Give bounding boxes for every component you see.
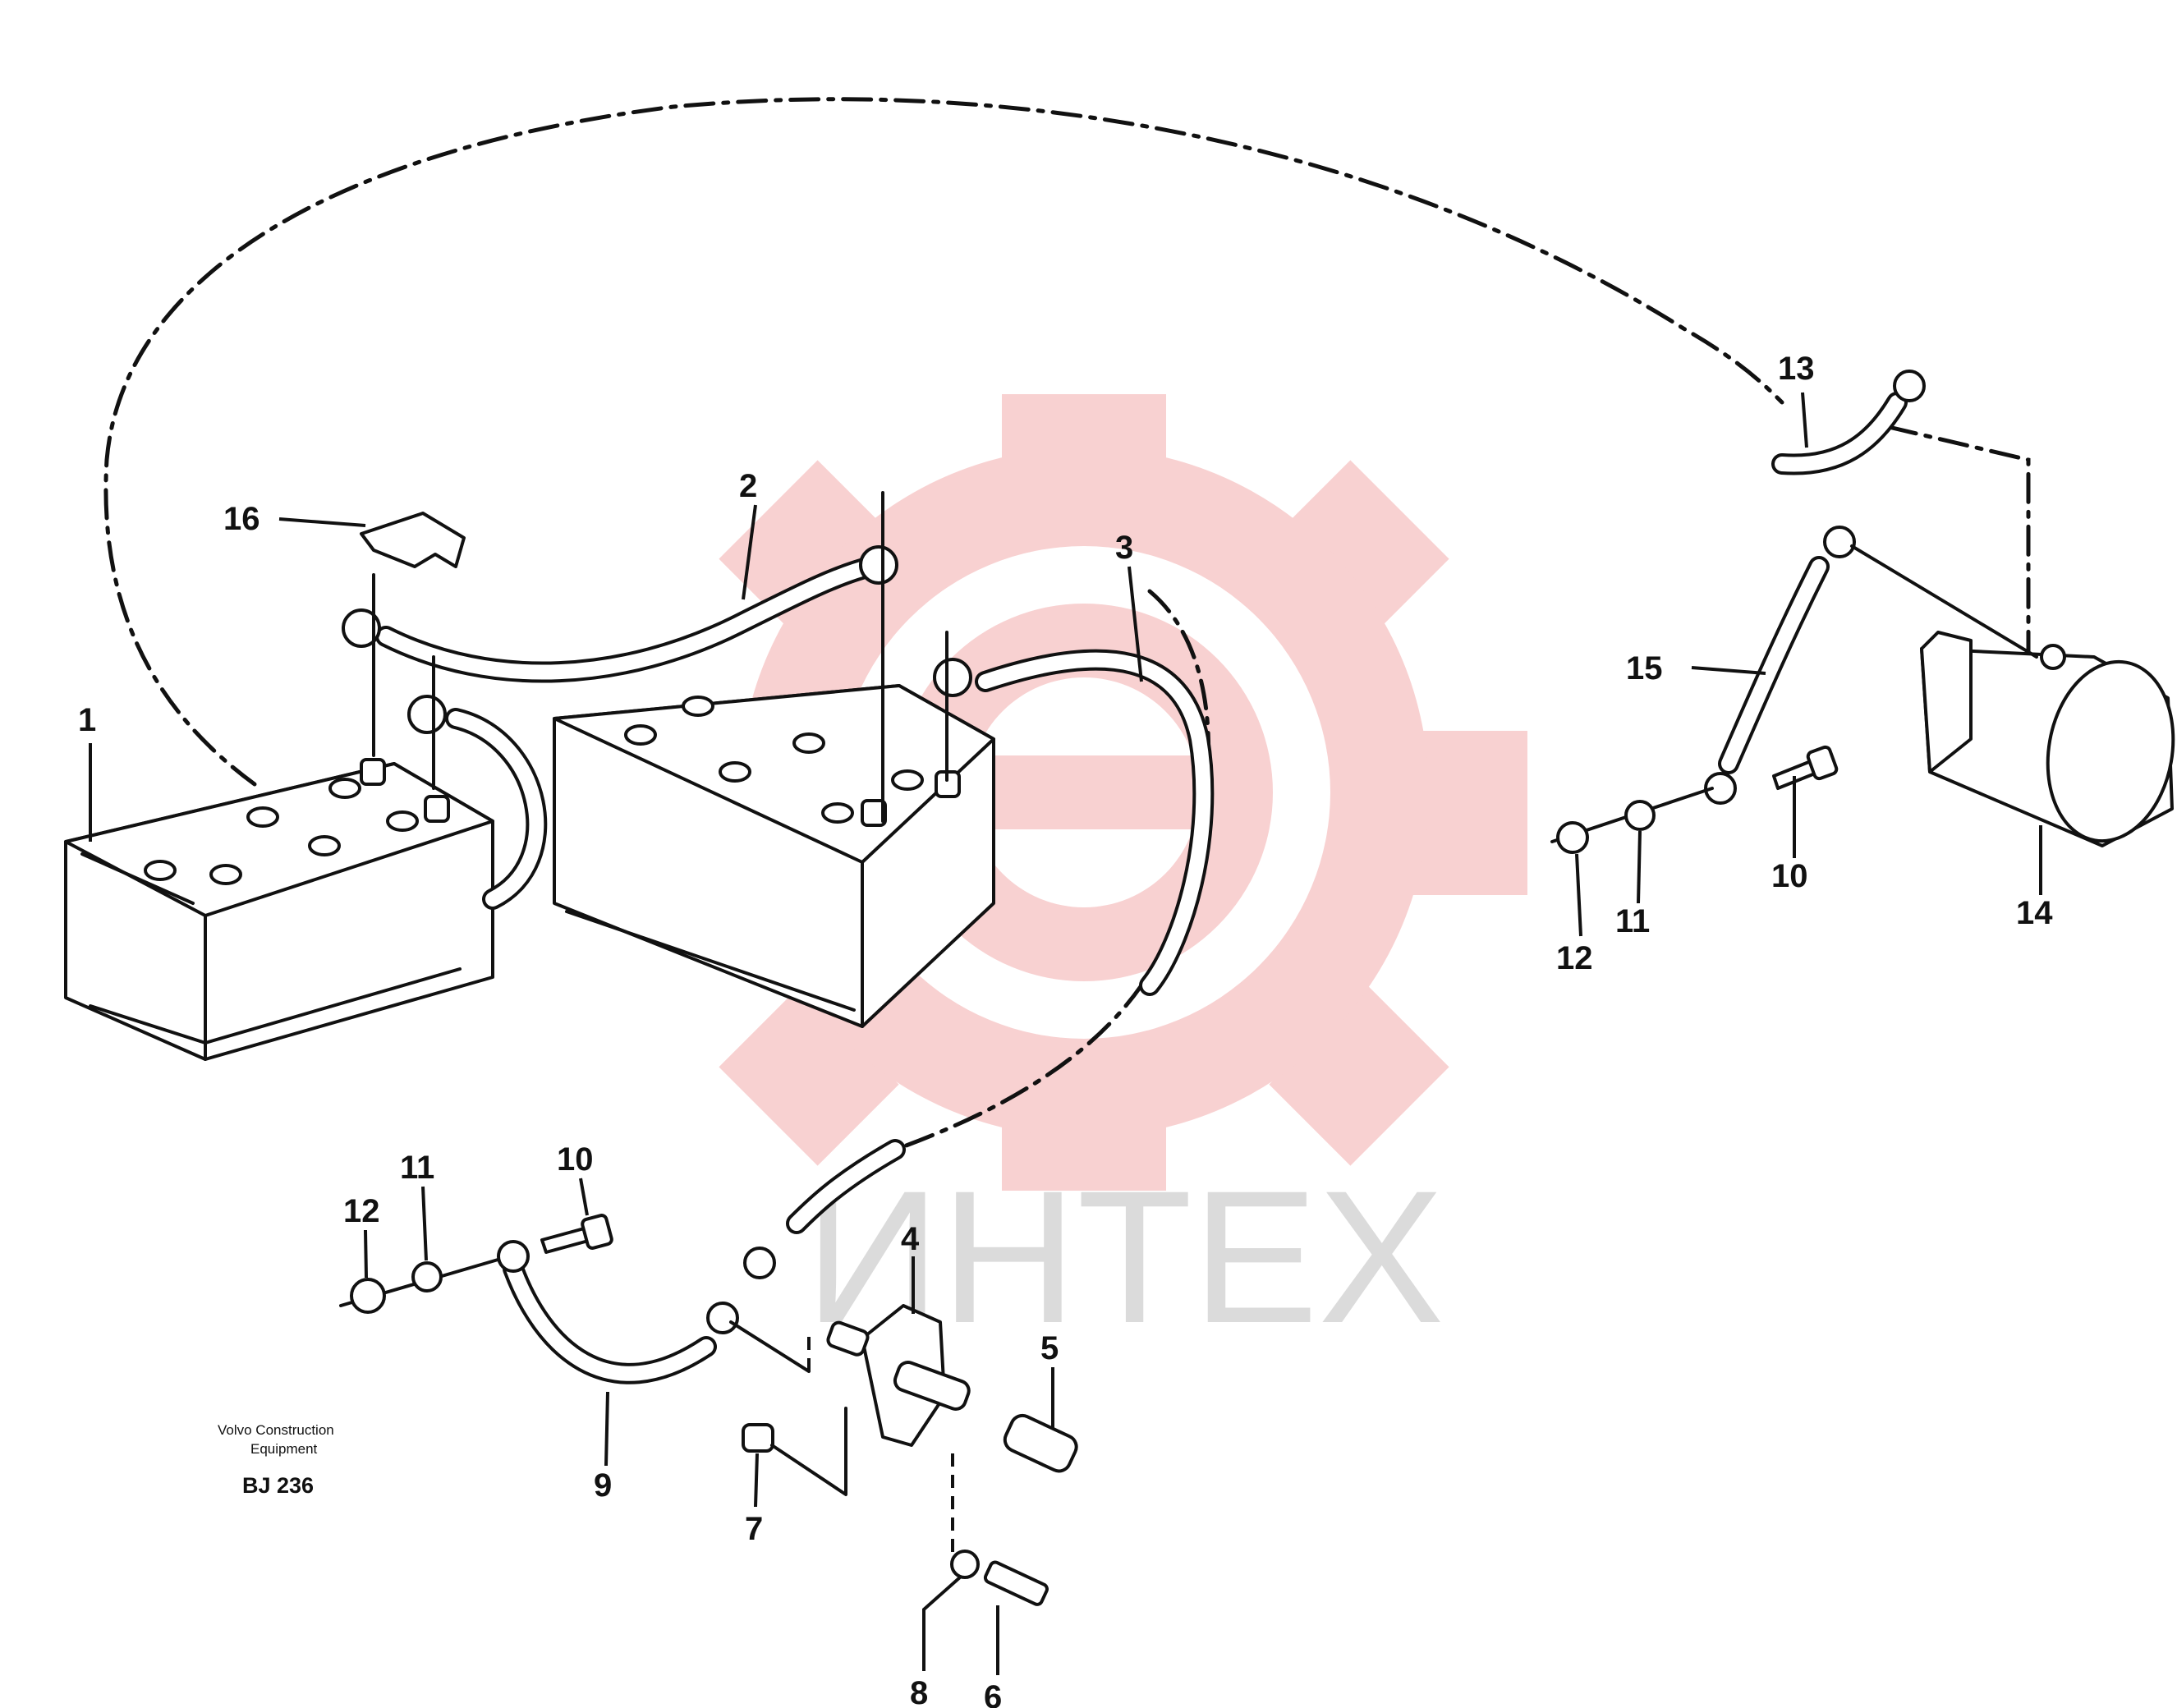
- leader-11b: [421, 1186, 428, 1261]
- callout-5: 5: [1040, 1330, 1059, 1366]
- credit-line-1: Volvo Construction: [218, 1422, 334, 1438]
- callout-3: 3: [1115, 530, 1133, 566]
- leader-12b: [364, 1229, 368, 1279]
- callout-2: 2: [739, 468, 757, 504]
- callout-8: 8: [910, 1675, 928, 1708]
- terminal-cover-16: [360, 512, 466, 568]
- callout-7: 7: [745, 1511, 763, 1547]
- leader-10b: [579, 1178, 589, 1216]
- callout-16: 16: [223, 501, 260, 537]
- cable-9: [497, 1240, 811, 1384]
- switch-4: [826, 1304, 971, 1447]
- callout-1: 1: [78, 702, 96, 738]
- cable-2: [342, 545, 898, 683]
- credit-line-2: Equipment: [250, 1441, 318, 1457]
- drawing-reference: BJ 236: [242, 1473, 314, 1498]
- callout-12b: 12: [343, 1193, 380, 1229]
- callout-15: 15: [1626, 650, 1663, 686]
- leader-3: [1128, 566, 1143, 682]
- fastener-group-right: [1550, 745, 1839, 854]
- callout-9: 9: [594, 1467, 612, 1504]
- battery-left: [64, 758, 494, 1061]
- starter-motor: [1920, 631, 2175, 847]
- cable-13: [1771, 370, 1926, 475]
- part-5-boot: [1003, 1413, 1078, 1473]
- leader-9: [604, 1391, 609, 1467]
- cable-jumper: [407, 695, 548, 910]
- callout-11a: 11: [1615, 903, 1650, 939]
- callout-13: 13: [1778, 351, 1815, 387]
- callout-10a: 10: [1771, 858, 1808, 894]
- fastener-group-left: [339, 1214, 613, 1314]
- cable-15: [1704, 526, 2038, 805]
- callout-12a: 12: [1556, 940, 1593, 976]
- cable-3: [743, 649, 1215, 1279]
- part-7-nut: [742, 1423, 774, 1453]
- callout-6: 6: [984, 1679, 1002, 1708]
- callout-10b: 10: [557, 1141, 594, 1178]
- leader-15: [1691, 666, 1766, 675]
- leader-8: [922, 1575, 962, 1671]
- cable-routing-loop: [103, 97, 1784, 787]
- cable-routing-right: [1886, 425, 2031, 659]
- leader-12a: [1575, 853, 1582, 937]
- part-7-leader: [770, 1407, 847, 1496]
- leader-7: [754, 1453, 759, 1508]
- leader-13: [1801, 392, 1808, 448]
- callout-14: 14: [2016, 895, 2053, 931]
- leader-16: [278, 517, 366, 527]
- callout-4: 4: [901, 1221, 920, 1257]
- part-6-bolt: [983, 1560, 1049, 1606]
- leader-11a: [1637, 830, 1642, 904]
- callout-11b: 11: [400, 1150, 434, 1186]
- leader-2: [742, 504, 757, 600]
- part-8-washer: [950, 1550, 980, 1579]
